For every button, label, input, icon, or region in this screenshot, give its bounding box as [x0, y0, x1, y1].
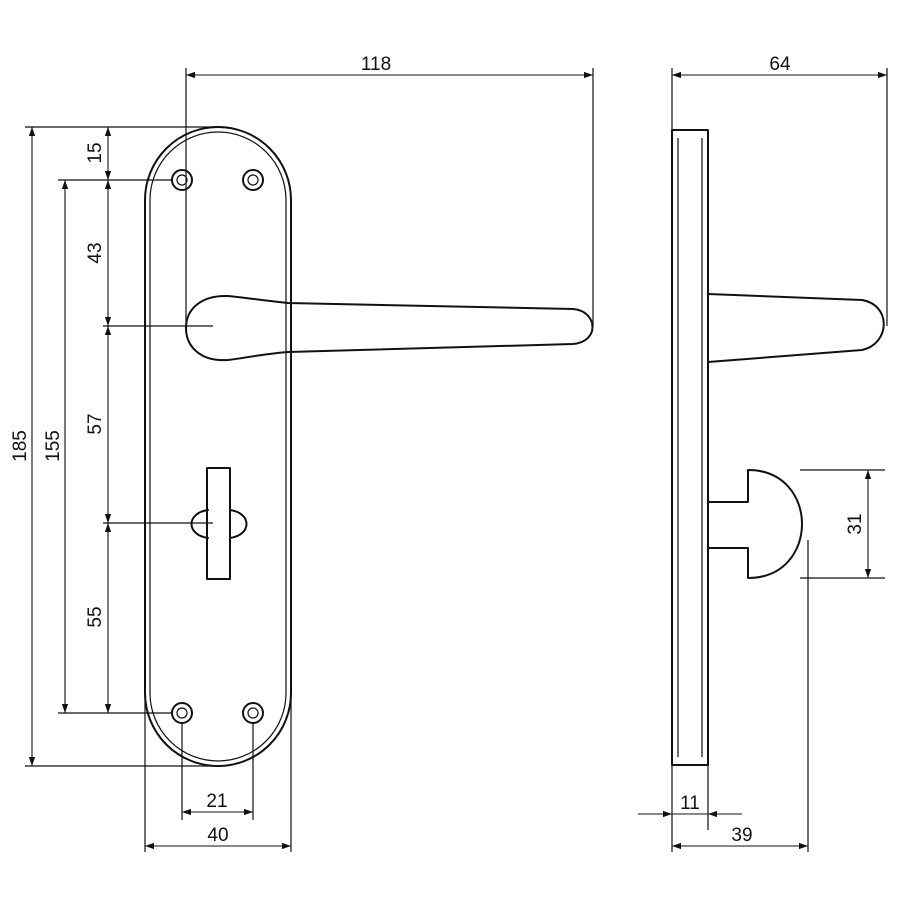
side-view: [671, 129, 885, 766]
dim-screw-spacing-v: 155: [43, 430, 64, 462]
backplate-inner: [149, 131, 287, 762]
screw-hole-top-right: [242, 169, 264, 191]
side-lever: [707, 293, 885, 363]
dim-screw-to-lever: 43: [85, 242, 106, 263]
dimension-lines: [25, 68, 888, 852]
dim-screw-spacing-h: 21: [206, 791, 227, 812]
dim-lever-reach: 118: [361, 54, 391, 75]
dim-knob-projection: 39: [731, 825, 752, 846]
dim-top-to-screw: 15: [85, 142, 106, 163]
backplate-outer: [144, 126, 292, 767]
screw-hole-top-left: [171, 169, 193, 191]
dimension-labels: 118 64 21 40 11 39 185 155 15 43 57 55 3…: [10, 54, 866, 846]
lever-handle: [185, 294, 594, 362]
dim-side-depth: 64: [769, 54, 791, 75]
side-turn-knob: [707, 469, 803, 579]
dim-lever-to-turn: 57: [85, 413, 106, 434]
dim-knob-diameter: 31: [845, 513, 866, 534]
dim-plate-width: 40: [207, 825, 228, 846]
screw-hole-bottom-right: [242, 702, 264, 724]
screw-hole-bottom-left: [171, 702, 193, 724]
dim-plate-height: 185: [10, 430, 31, 462]
dim-plate-thickness: 11: [680, 793, 700, 814]
front-view: [103, 126, 594, 767]
dim-turn-to-screw: 55: [85, 606, 106, 627]
